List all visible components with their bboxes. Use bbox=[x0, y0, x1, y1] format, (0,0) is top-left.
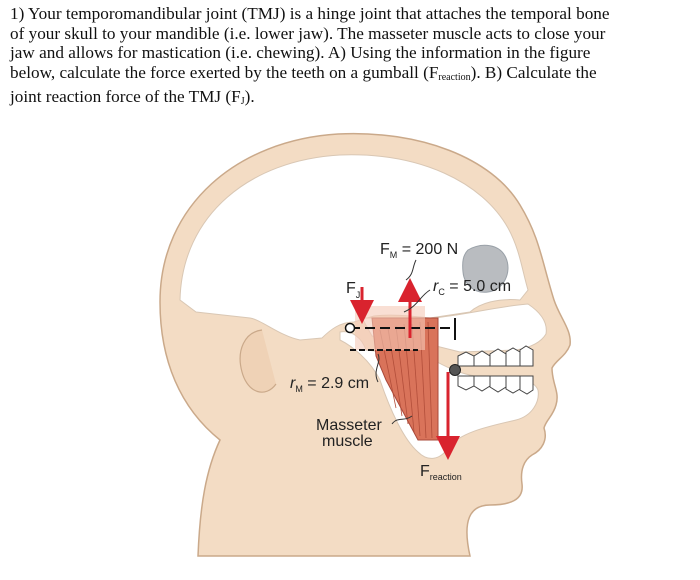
freaction-subscript: reaction bbox=[438, 71, 471, 83]
question-line-5-text: joint reaction force of the TMJ (F bbox=[10, 87, 241, 107]
masseter-leader bbox=[391, 415, 413, 425]
question-text: 1) Your temporomandibular joint (TMJ) is… bbox=[10, 4, 694, 112]
rm-label-main: r bbox=[290, 375, 296, 392]
rm-leader bbox=[375, 353, 380, 383]
fm-label-main: F bbox=[380, 241, 390, 258]
rc-label-value: = 5.0 cm bbox=[445, 278, 511, 295]
freaction-label-main: F bbox=[420, 463, 430, 480]
question-line-1: 1) Your temporomandibular joint (TMJ) is… bbox=[10, 4, 610, 23]
fm-label-sub: M bbox=[390, 250, 398, 260]
freaction-label: Freaction bbox=[420, 463, 462, 482]
tmj-pivot bbox=[344, 322, 356, 334]
upper-teeth bbox=[457, 345, 534, 367]
rm-label-value: = 2.9 cm bbox=[303, 375, 369, 392]
masseter-label-line-2: muscle bbox=[322, 433, 373, 450]
skull-cranium bbox=[179, 154, 529, 341]
rc-label: rC = 5.0 cm bbox=[433, 278, 511, 297]
question-line-4: below, calculate the force exerted by th… bbox=[10, 63, 694, 88]
rm-label-sub: M bbox=[295, 384, 303, 394]
rc-label-main: r bbox=[433, 278, 439, 295]
bite-point bbox=[449, 364, 461, 376]
lower-teeth bbox=[457, 375, 534, 395]
fm-leader bbox=[405, 259, 417, 281]
fj-subscript: J bbox=[240, 96, 245, 108]
rm-label: rM = 2.9 cm bbox=[290, 375, 369, 394]
question-line-4-tail: ). B) Calculate the bbox=[470, 62, 597, 82]
rc-label-sub: C bbox=[438, 287, 445, 297]
question-line-5: joint reaction force of the TMJ (FJ). bbox=[10, 87, 694, 112]
masseter-label-line-1: Masseter bbox=[316, 417, 382, 434]
eye-orbit bbox=[462, 244, 509, 293]
question-line-5-tail: ). bbox=[244, 87, 255, 107]
fj-label-sub: J bbox=[356, 290, 361, 300]
question-line-3: jaw and allows for mastication (i.e. che… bbox=[10, 43, 591, 63]
fj-label: FJ bbox=[346, 280, 360, 300]
fm-label-value: = 200 N bbox=[397, 241, 458, 258]
rc-leader bbox=[403, 289, 431, 313]
question-line-2: of your skull to your mandible (i.e. low… bbox=[10, 23, 606, 43]
freaction-label-sub: reaction bbox=[430, 472, 462, 482]
ear bbox=[239, 329, 277, 393]
fj-label-main: F bbox=[346, 280, 356, 297]
fm-label: FM = 200 N bbox=[380, 241, 458, 260]
question-line-4-text: below, calculate the force exerted by th… bbox=[10, 62, 439, 82]
